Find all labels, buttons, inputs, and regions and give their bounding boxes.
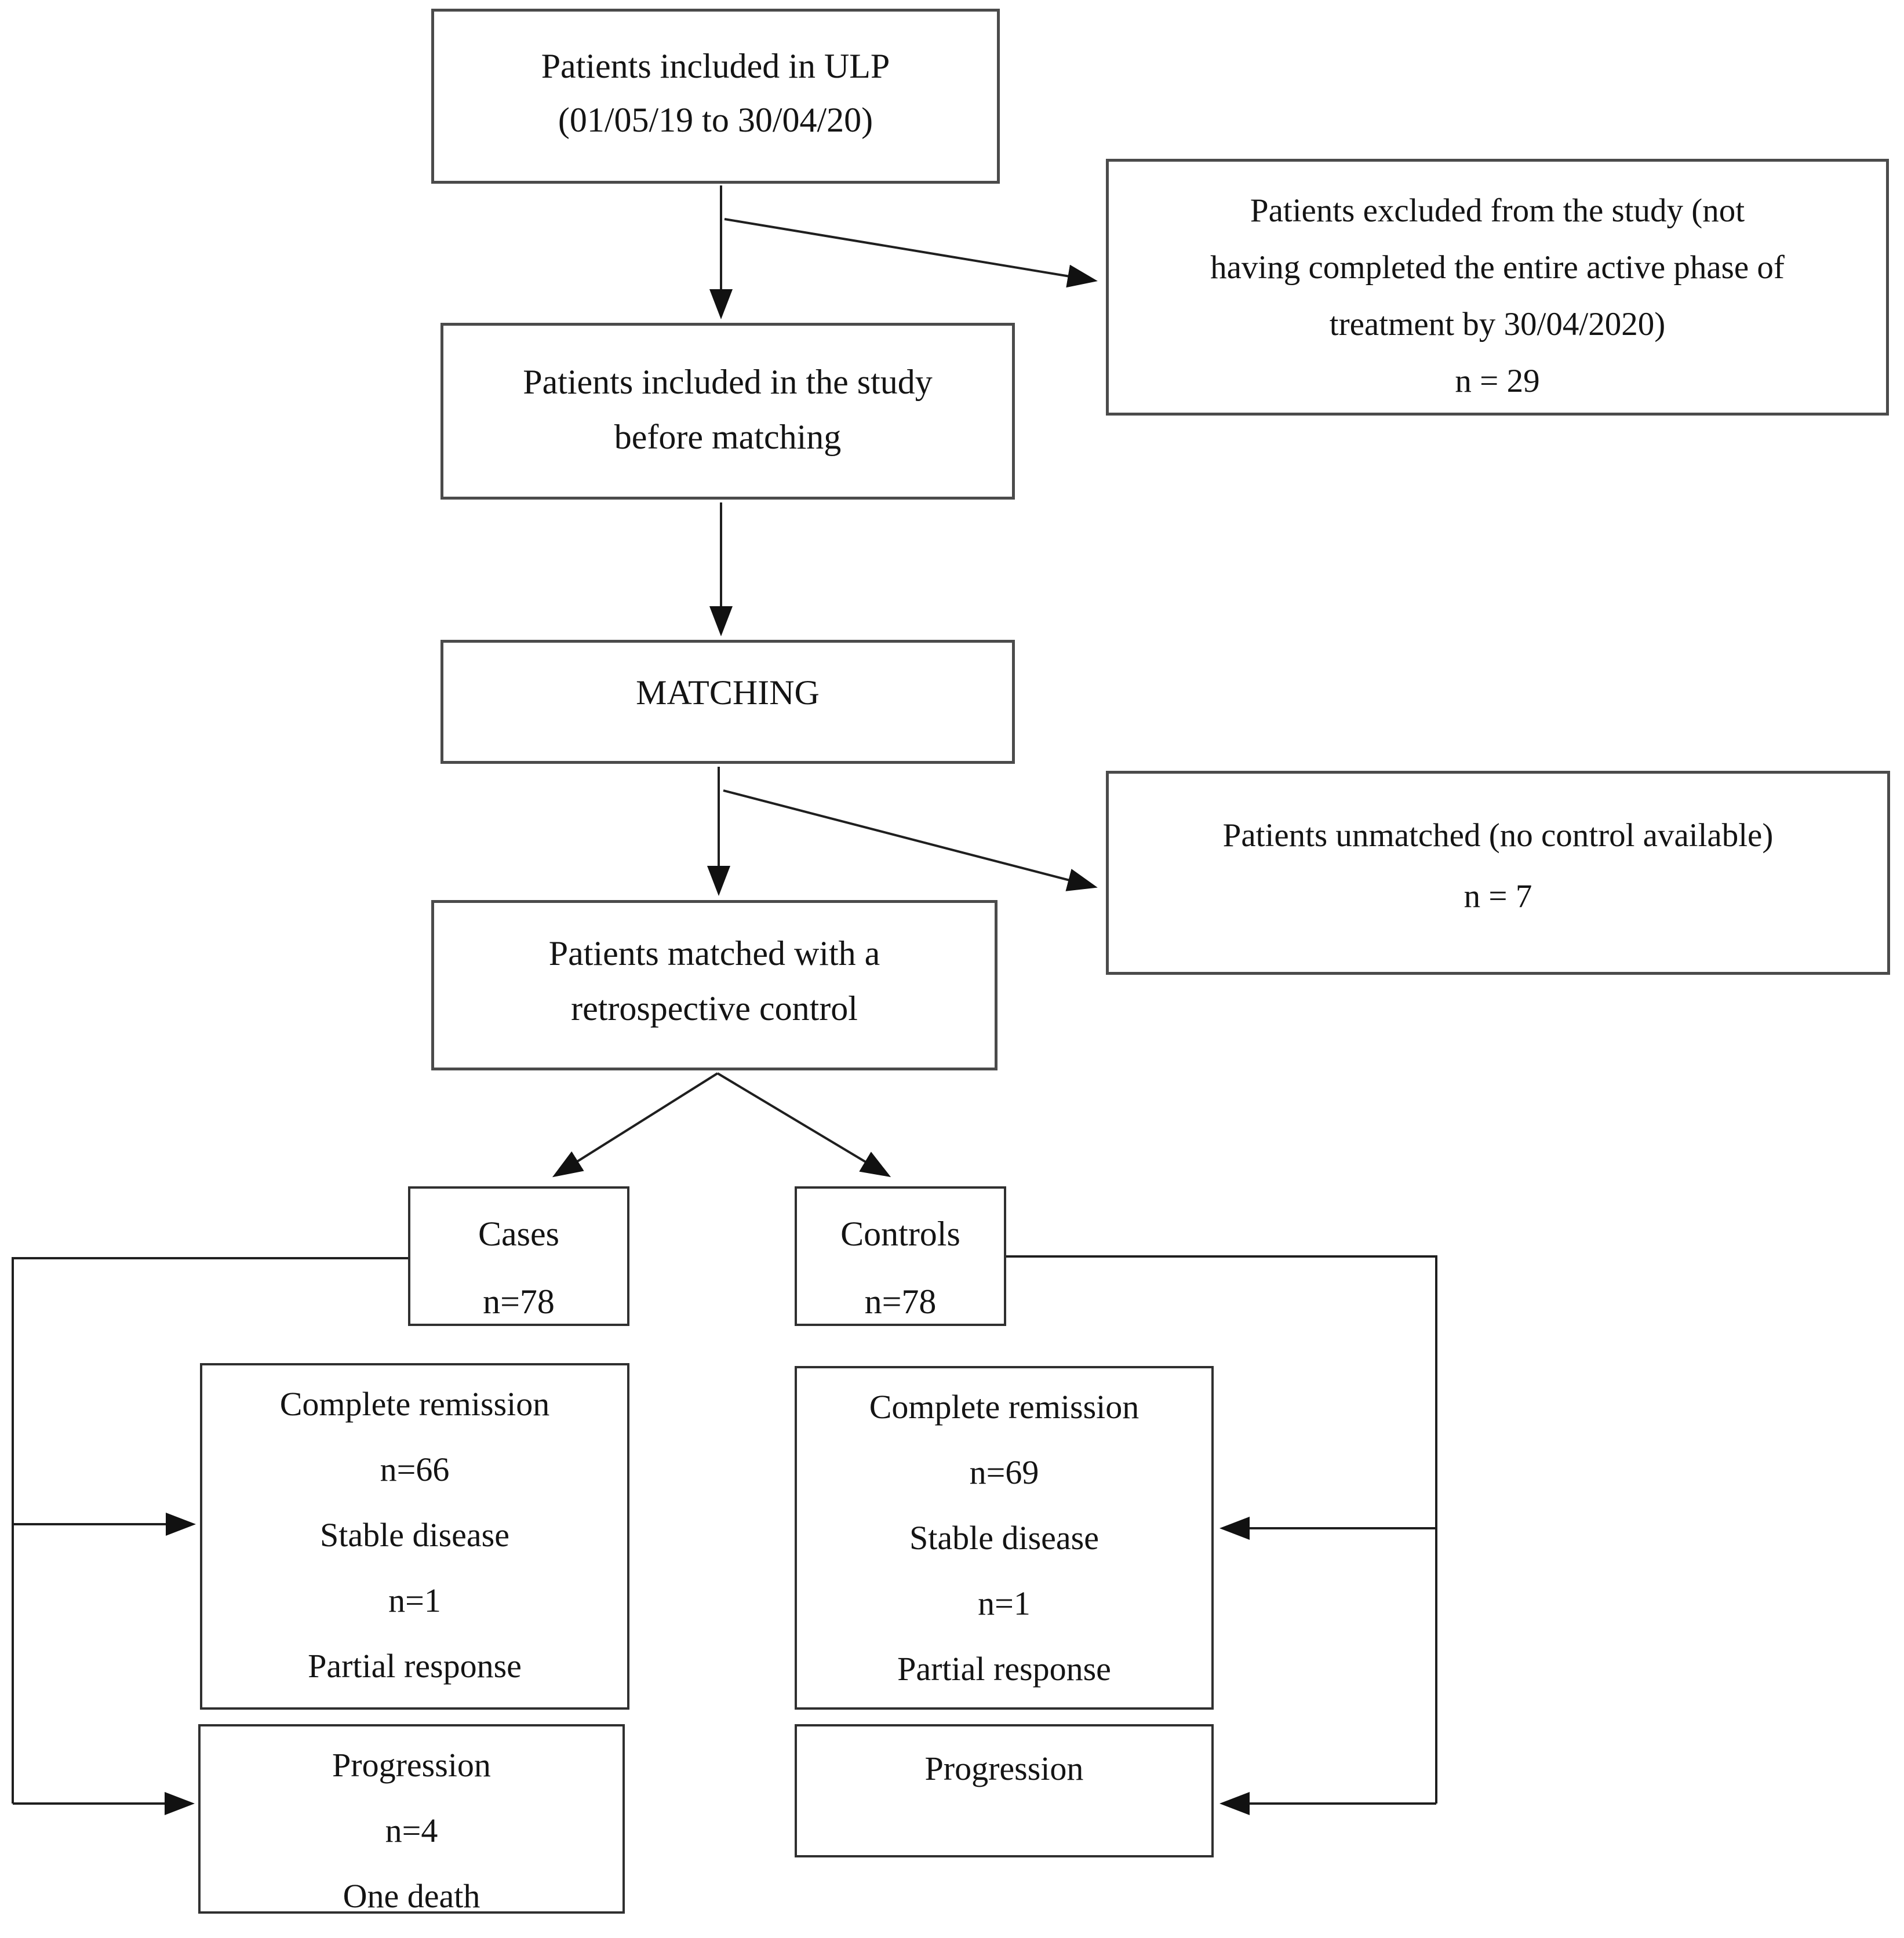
box-line: Controls [840, 1215, 960, 1253]
box-line: Complete remission [279, 1385, 550, 1423]
box-controls: Controls n=78 [795, 1186, 1006, 1326]
box-line: Cases [478, 1215, 559, 1253]
box-line: Progression [924, 1750, 1084, 1787]
box-cases-outcome: Complete remission n=66 Stable disease n… [200, 1363, 629, 1710]
box-line: Patients matched with a [548, 934, 880, 972]
box-cases: Cases n=78 [408, 1186, 629, 1326]
box-line: Stable disease [909, 1519, 1099, 1557]
box-line: before matching [614, 417, 842, 456]
box-included-before-matching: Patients included in the study before ma… [440, 323, 1015, 500]
box-line: n=1 [978, 1584, 1031, 1623]
box-line: Progression [332, 1746, 491, 1784]
box-line: n=78 [864, 1283, 937, 1321]
box-line: retrospective control [571, 989, 858, 1028]
box-line: Stable disease [320, 1516, 509, 1554]
box-line: Patients included in ULP [541, 47, 890, 85]
box-patients-excluded: Patients excluded from the study (not ha… [1106, 159, 1889, 416]
box-line: Patients included in the study [523, 363, 933, 401]
connector-matching-to-unmatched [723, 789, 1098, 891]
box-matching: MATCHING [440, 640, 1015, 764]
box-line: n=69 [969, 1454, 1039, 1492]
box-line: Complete remission [869, 1388, 1140, 1426]
box-line: Partial response [897, 1650, 1111, 1688]
box-line: treatment by 30/04/2020) [1329, 306, 1666, 343]
box-line: n=1 [388, 1582, 441, 1620]
box-controls-progression: Progression [795, 1724, 1214, 1857]
box-line: Patients excluded from the study (not [1250, 192, 1745, 229]
box-line: n=66 [380, 1451, 450, 1489]
box-line: n=4 [385, 1812, 438, 1850]
box-line: MATCHING [636, 673, 820, 712]
connector-ulp-to-excluded [724, 218, 1098, 288]
connector-matched-to-cases [552, 1072, 719, 1178]
box-line: n = 7 [1464, 878, 1532, 915]
box-patients-included-ulp: Patients included in ULP (01/05/19 to 30… [431, 9, 1000, 184]
box-line: Patients unmatched (no control available… [1222, 817, 1774, 854]
box-cases-progression: Progression n=4 One death [198, 1724, 625, 1915]
box-line: Partial response [308, 1647, 522, 1685]
box-line: (01/05/19 to 30/04/20) [558, 101, 873, 139]
box-controls-outcome: Complete remission n=69 Stable disease n… [795, 1366, 1214, 1710]
box-patients-matched: Patients matched with a retrospective co… [431, 900, 997, 1070]
box-patients-unmatched: Patients unmatched (no control available… [1106, 771, 1890, 975]
box-line: n=78 [483, 1283, 555, 1321]
connector-matched-to-controls [716, 1072, 891, 1178]
box-line: having completed the entire active phase… [1210, 249, 1785, 286]
box-line: One death [343, 1877, 480, 1915]
box-line: n = 29 [1455, 363, 1540, 400]
